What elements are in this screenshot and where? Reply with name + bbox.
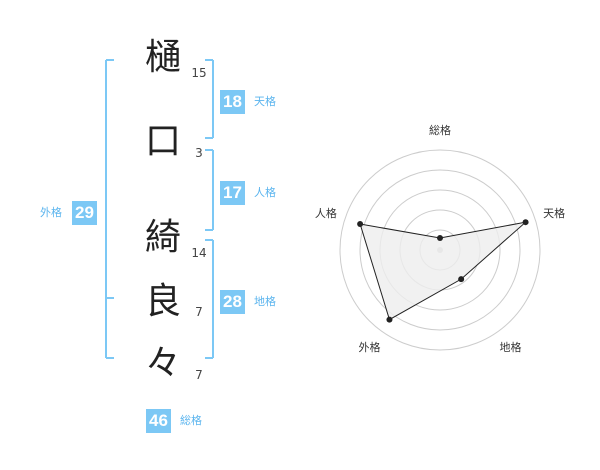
jinkaku-badge: 17 bbox=[220, 181, 245, 205]
soukaku-label: 総格 bbox=[180, 414, 202, 427]
name-char-5: 々 bbox=[144, 343, 181, 384]
radar-polygon bbox=[359, 221, 528, 321]
radar-point-0 bbox=[437, 235, 443, 241]
name-char-4: 良 bbox=[144, 281, 181, 322]
stroke-count-5: 7 bbox=[195, 368, 203, 382]
radar-ring-4 bbox=[359, 169, 521, 331]
radar-axis-label-0: 総格 bbox=[429, 123, 451, 137]
radar-axis-label-2: 地格 bbox=[500, 340, 522, 354]
radar-axis-label-1: 天格 bbox=[543, 206, 565, 220]
chikaku-badge: 28 bbox=[220, 290, 245, 314]
gaikaku-badge: 29 bbox=[72, 201, 97, 225]
radar-axis-label-3: 外格 bbox=[358, 340, 380, 354]
name-char-3: 綺 bbox=[144, 217, 181, 258]
jinkaku-label: 人格 bbox=[254, 186, 276, 199]
radar-point-2 bbox=[458, 276, 465, 283]
tenkaku-badge: 18 bbox=[220, 90, 245, 114]
radar-shape bbox=[357, 219, 529, 323]
soukaku-badge: 46 bbox=[146, 409, 171, 433]
radar-point-3 bbox=[386, 316, 393, 323]
radar-point-4 bbox=[357, 221, 364, 228]
radar-point-1 bbox=[522, 219, 529, 226]
stroke-count-3: 14 bbox=[191, 246, 207, 260]
radar-axis-label-4: 人格 bbox=[315, 206, 337, 220]
name-char-2: 口 bbox=[144, 121, 181, 162]
chikaku-label: 地格 bbox=[254, 295, 276, 308]
gaikaku-label: 外格 bbox=[40, 206, 62, 219]
stroke-count-1: 15 bbox=[191, 66, 207, 80]
tenkaku-label: 天格 bbox=[254, 95, 276, 108]
radar-ring-5 bbox=[339, 149, 541, 351]
name-char-1: 樋 bbox=[144, 37, 181, 78]
stroke-count-4: 7 bbox=[195, 305, 203, 319]
stroke-count-2: 3 bbox=[195, 146, 203, 160]
